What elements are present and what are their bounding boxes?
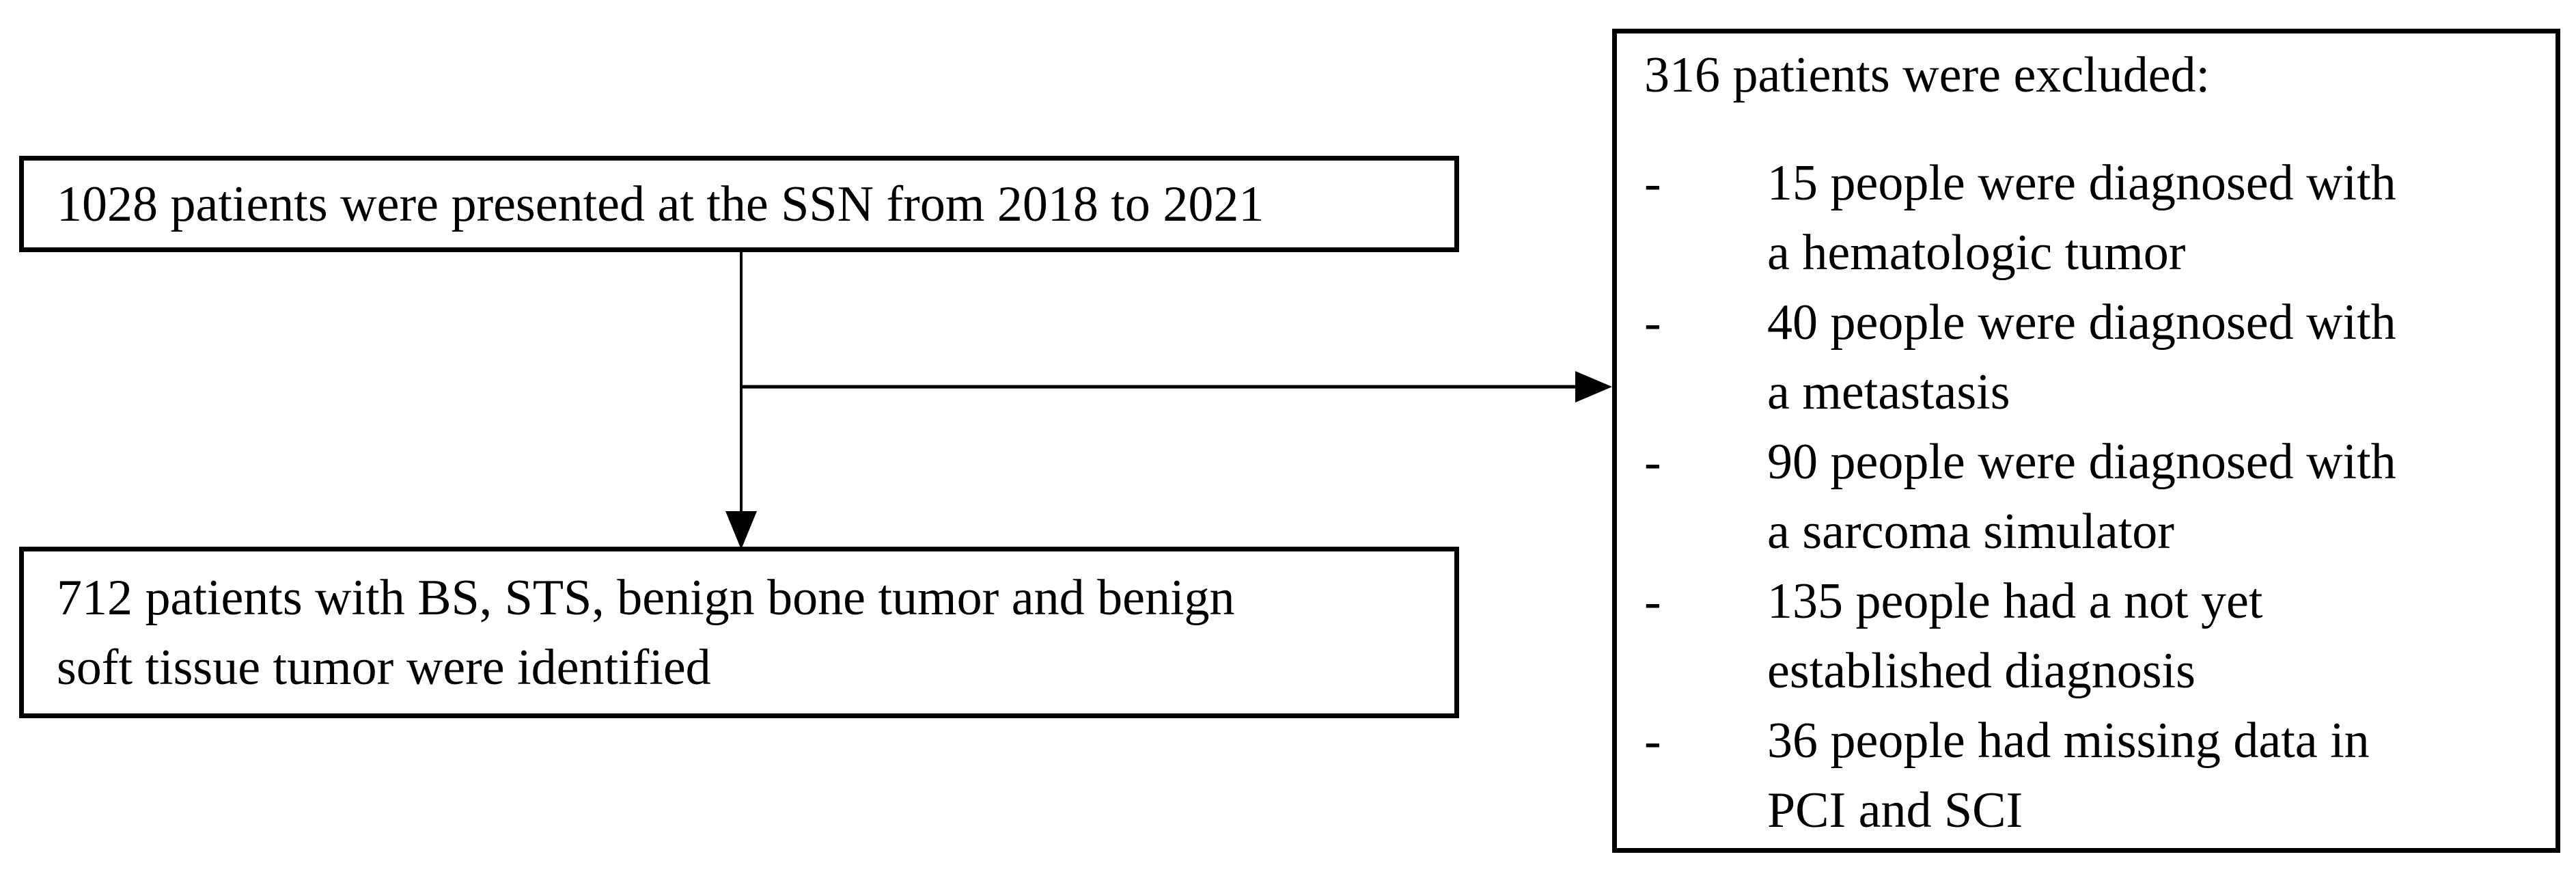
dash-bullet: - (1644, 434, 1661, 490)
excluded-item-text: 135 people had a not yet (1767, 573, 2263, 629)
excluded-item-text: a metastasis (1767, 364, 2010, 420)
dash-bullet: - (1644, 295, 1661, 351)
dash-bullet: - (1644, 155, 1661, 211)
excluded-list: - 15 people were diagnosed with a hemato… (1644, 148, 2545, 845)
excluded-item-metastasis: - 40 people were diagnosed with a metast… (1644, 288, 2545, 427)
presented-text: 1028 patients were presented at the SSN … (57, 176, 1264, 232)
excluded-item-text: a sarcoma simulator (1767, 504, 2174, 560)
arrow-right-icon (1575, 371, 1612, 402)
dash-bullet: - (1644, 713, 1661, 769)
excluded-item-text: PCI and SCI (1767, 782, 2023, 838)
box-patients-excluded: 316 patients were excluded: - 15 people … (1612, 29, 2560, 853)
excluded-item-text: a hematologic tumor (1767, 225, 2186, 281)
excluded-item-text: 90 people were diagnosed with (1767, 434, 2396, 490)
excluded-item-text: established diagnosis (1767, 643, 2196, 699)
identified-text-line-1: 712 patients with BS, STS, benign bone t… (57, 569, 1235, 626)
box-patients-presented: 1028 patients were presented at the SSN … (19, 156, 1459, 252)
excluded-item-text: 15 people were diagnosed with (1767, 155, 2396, 211)
identified-text-line-2: soft tissue tumor were identified (57, 639, 711, 696)
excluded-item-hematologic: - 15 people were diagnosed with a hemato… (1644, 148, 2545, 288)
dash-bullet: - (1644, 573, 1661, 629)
excluded-item-text: 36 people had missing data in (1767, 713, 2370, 769)
excluded-item-text: 40 people were diagnosed with (1767, 295, 2396, 351)
excluded-title: 316 patients were excluded: (1644, 47, 2211, 103)
excluded-item-missing-data: - 36 people had missing data in PCI and … (1644, 706, 2545, 845)
arrow-down-icon (725, 511, 757, 549)
box-patients-identified: 712 patients with BS, STS, benign bone t… (19, 547, 1459, 718)
excluded-item-no-diagnosis: - 135 people had a not yet established d… (1644, 566, 2545, 706)
excluded-item-sarcoma-simulator: - 90 people were diagnosed with a sarcom… (1644, 427, 2545, 566)
